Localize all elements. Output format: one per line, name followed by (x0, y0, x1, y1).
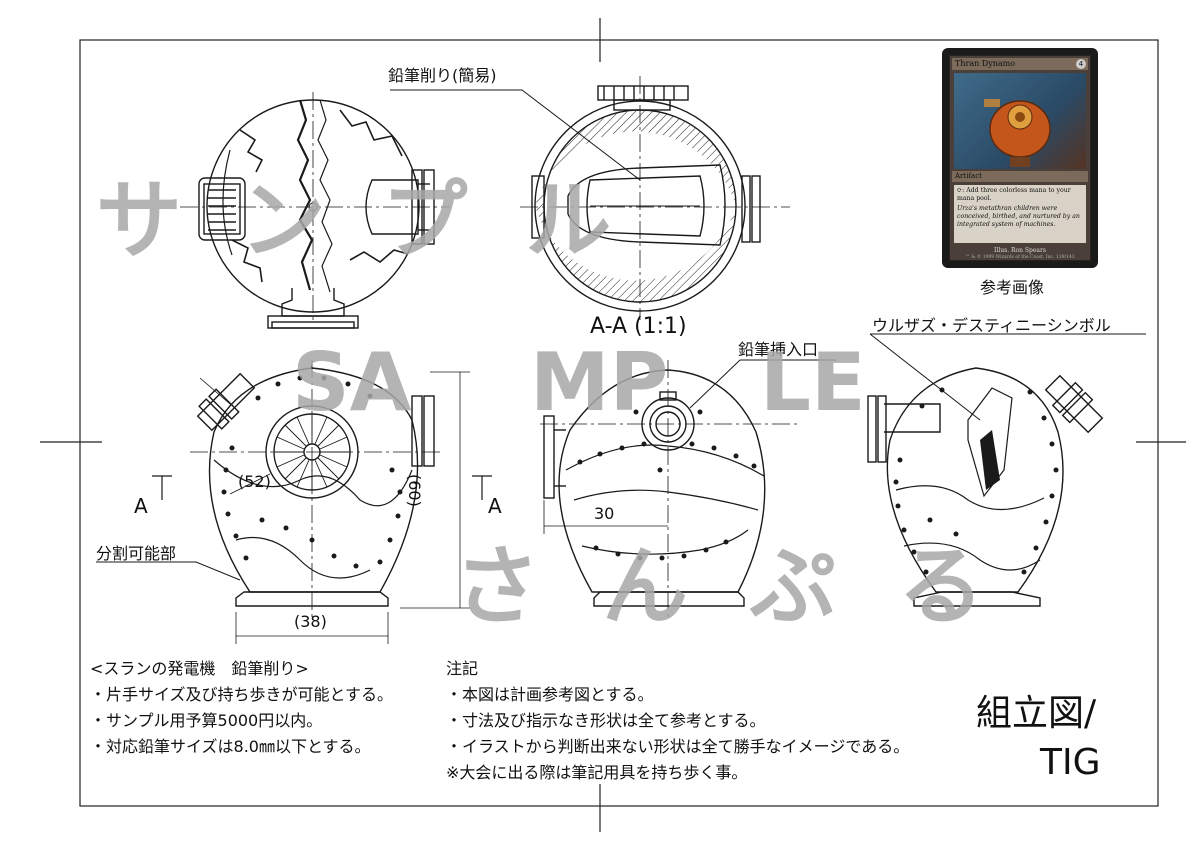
dimension-body-width: 30 (594, 504, 615, 523)
spec-item: ・サンプル用予算5000円以内。 (90, 711, 323, 730)
card-name: Thran Dynamo (952, 58, 1088, 70)
spec-notes: <スランの発電機 鉛筆削り> ・片手サイズ及び持ち歩きが可能とする。 ・サンプル… (90, 656, 393, 760)
bottom-left-view (96, 360, 492, 644)
dimension-height: (60) (405, 474, 424, 507)
leader-label-pencil-insert: 鉛筆挿入口 (738, 340, 819, 359)
card-copyright: ™ & © 1999 Wizards of the Coast, Inc. 13… (965, 255, 1075, 260)
spec-item: ・片手サイズ及び持ち歩きが可能とする。 (90, 685, 394, 704)
general-notes: 注記 ・本図は計画参考図とする。 ・寸法及び指示なき形状は全て参考とする。 ・イ… (446, 656, 909, 786)
watermark-latin-1: SA (292, 336, 412, 429)
reference-card-image: Thran Dynamo 4 Artifact ⟳: Add three col… (942, 48, 1098, 268)
card-rules-text: ⟳: Add three colorless mana to your mana… (957, 187, 1071, 202)
card-flavor-text: Urza's metathran children were conceived… (957, 205, 1080, 228)
drawing-author: TIG (1040, 742, 1101, 783)
section-mark-left: A (134, 494, 148, 518)
notes-item: ・寸法及び指示なき形状は全て参考とする。 (446, 711, 766, 730)
card-cost: 4 (1076, 59, 1086, 69)
notes-title: 注記 (446, 659, 479, 678)
section-mark-right: A (488, 494, 502, 518)
watermark-latin-2: MP (530, 336, 669, 429)
spec-title: <スランの発電機 鉛筆削り> (90, 659, 309, 678)
watermark-katakana: サンプル (96, 171, 670, 271)
section-view (390, 76, 790, 320)
bottom-right-view (867, 333, 1146, 607)
dynamo-art-icon (984, 99, 1051, 167)
notes-item: ※大会に出る際は筆記用具を持ち歩く事。 (446, 763, 748, 782)
top-left-view (180, 92, 450, 329)
card-type-line: Artifact (952, 171, 1088, 182)
spec-item: ・対応鉛筆サイズは8.0㎜以下とする。 (90, 737, 371, 756)
notes-item: ・イラストから判断出来ない形状は全て勝手なイメージである。 (446, 737, 910, 756)
leader-label-pencil-sharpener: 鉛筆削り(簡易) (388, 66, 497, 85)
watermark-latin-3: LE (760, 336, 866, 429)
watermark-hiragana: さんぷる (454, 537, 1046, 637)
card-art (954, 73, 1086, 169)
dimension-base-width: (38) (294, 612, 327, 631)
section-view-label: A-A (1:1) (590, 314, 687, 339)
leader-label-split-part: 分割可能部 (96, 544, 177, 563)
dimension-fan-diameter: (52) (238, 472, 271, 491)
sheet-border (40, 18, 1186, 832)
bottom-center-view (540, 359, 836, 620)
reference-image-caption: 参考画像 (980, 278, 1045, 297)
card-illustrator: Illus. Ron Spears (994, 247, 1046, 254)
drawing-title: 組立図/ (976, 693, 1097, 734)
leader-label-urza-symbol: ウルザズ・デスティニーシンボル (872, 316, 1111, 335)
notes-item: ・本図は計画参考図とする。 (446, 685, 654, 704)
card-text-box: ⟳: Add three colorless mana to your mana… (954, 185, 1086, 243)
